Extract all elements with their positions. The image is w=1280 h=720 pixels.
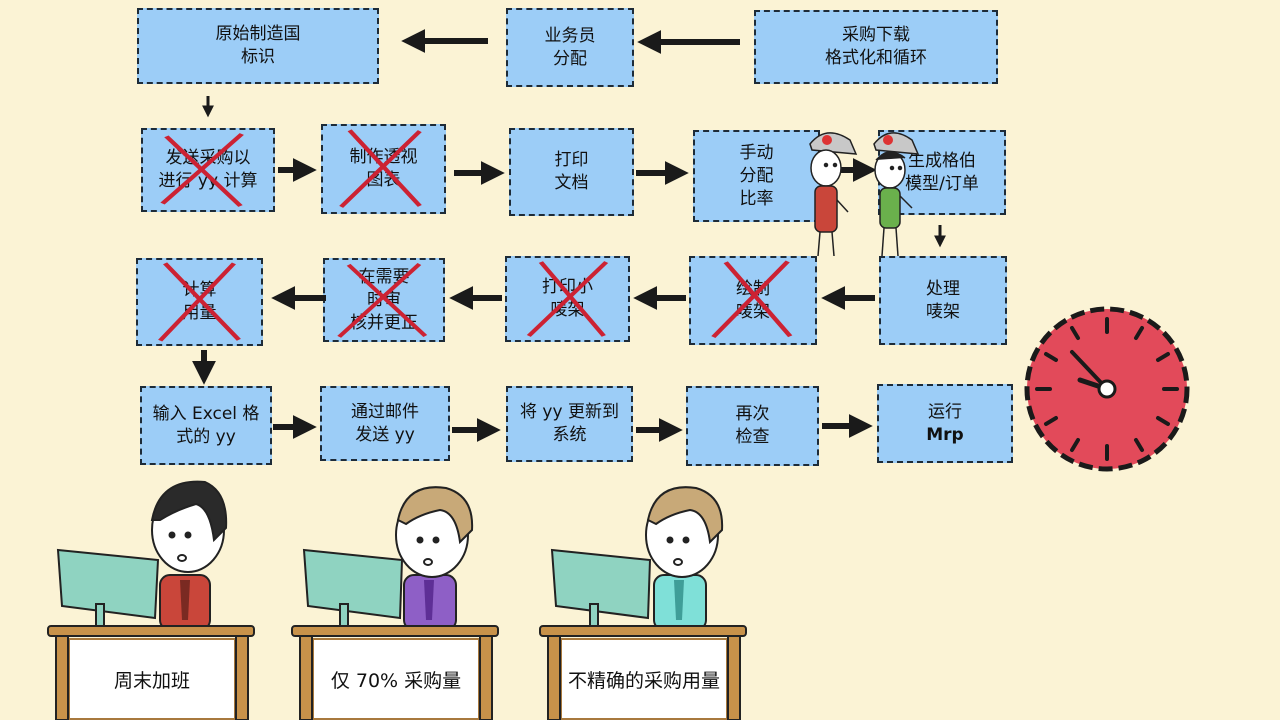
- box-label: 生成格伯 模型/订单: [905, 150, 979, 194]
- desk-label-inaccurate-usage: 不精确的采购用量: [560, 638, 728, 720]
- box-label: 发送采购以 进行 yy 计算: [158, 148, 258, 191]
- box-email-yy: 通过邮件 发送 yy: [320, 386, 450, 461]
- box-review-update: 在需要 时审 核并更正: [323, 258, 445, 342]
- desk-worker-3: [550, 486, 724, 631]
- box-recheck: 再次 检查: [686, 386, 819, 466]
- box-label: 原始制造国 标识: [215, 24, 301, 67]
- clock-hand-minute: [1070, 350, 1109, 391]
- box-label: 运行: [928, 401, 962, 422]
- box-run-mrp: 运行 Mrp: [877, 384, 1013, 463]
- desk-worker-2: [302, 486, 474, 631]
- box-label: 输入 Excel 格 式的 yy: [152, 403, 260, 447]
- clock-hand-hour: [1077, 377, 1110, 392]
- box-label: 打印小 唛架: [542, 277, 593, 320]
- box-label: 将 yy 更新到 系统: [520, 402, 619, 445]
- box-make-pivot: 制作透视 图表: [321, 124, 446, 214]
- box-label: 绘制 唛架: [736, 278, 770, 322]
- box-calc-usage: 计算 用量: [136, 258, 263, 346]
- desk-label-70-percent: 仅 70% 采购量: [312, 638, 480, 720]
- box-label: 采购下载 格式化和循环: [825, 25, 927, 68]
- desk-worker-1: [56, 480, 228, 631]
- desk-label-text: 不精确的采购用量: [567, 669, 720, 692]
- box-label: 制作透视 图表: [349, 147, 418, 190]
- box-print-small-marker: 打印小 唛架: [505, 256, 630, 342]
- box-manual-ratio: 手动 分配 比率: [693, 130, 820, 222]
- box-send-purchase: 发送采购以 进行 yy 计算: [141, 128, 275, 212]
- box-label: 在需要 时审 核并更正: [350, 266, 418, 333]
- box-generate-model: 生成格伯 模型/订单: [878, 130, 1006, 215]
- box-label: 打印 文档: [554, 150, 589, 193]
- box-label: 业务员 分配: [544, 25, 596, 69]
- box-label: 手动 分配 比率: [739, 142, 774, 209]
- box-update-system: 将 yy 更新到 系统: [506, 386, 633, 462]
- box-draw-marker: 绘制 唛架: [689, 256, 817, 345]
- box-procurement-download: 采购下载 格式化和循环: [754, 10, 998, 84]
- box-label: 计算 用量: [182, 280, 217, 323]
- box-label: 处理 唛架: [926, 278, 960, 322]
- desk-label-text: 周末加班: [113, 669, 190, 692]
- desk-label-text: 仅 70% 采购量: [330, 669, 462, 692]
- desk-label-weekend-overtime: 周末加班: [68, 638, 236, 720]
- box-label: 再次 检查: [735, 404, 770, 447]
- box-salesperson-assign: 业务员 分配: [506, 8, 634, 87]
- box-process-marker: 处理 唛架: [879, 256, 1007, 345]
- box-input-excel: 输入 Excel 格 式的 yy: [140, 386, 272, 465]
- box-label-mrp: Mrp: [926, 424, 964, 445]
- box-label: 通过邮件 发送 yy: [351, 401, 419, 445]
- box-print-docs: 打印 文档: [509, 128, 634, 216]
- box-origin-label: 原始制造国 标识: [137, 8, 379, 84]
